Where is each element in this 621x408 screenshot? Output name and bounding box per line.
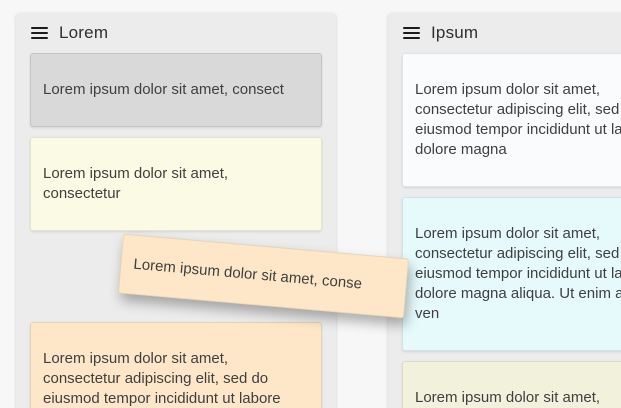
- column-lorem: Lorem Lorem ipsum dolor sit amet, consec…: [16, 13, 336, 408]
- column-ipsum-cards: Lorem ipsum dolor sit amet, consectetur …: [388, 53, 621, 408]
- card[interactable]: Lorem ipsum dolor sit amet, consect: [30, 53, 322, 127]
- card-text: Lorem ipsum dolor sit amet, consectetur …: [415, 389, 601, 406]
- column-title-lorem: Lorem: [59, 23, 109, 42]
- column-ipsum: Ipsum Lorem ipsum dolor sit amet, consec…: [388, 13, 621, 408]
- card-text: Lorem ipsum dolor sit amet, consectetur: [43, 165, 229, 202]
- column-title-ipsum: Ipsum: [431, 23, 479, 42]
- card-text: Lorem ipsum dolor sit amet, consectetur …: [43, 350, 281, 407]
- column-lorem-cards: Lorem ipsum dolor sit amet, consect Lore…: [16, 53, 336, 408]
- card-text: Lorem ipsum dolor sit amet, conse: [132, 255, 363, 293]
- card[interactable]: Lorem ipsum dolor sit amet, consectetur …: [402, 197, 621, 351]
- column-lorem-header: Lorem: [16, 13, 336, 53]
- card-text: Lorem ipsum dolor sit amet, consect: [43, 81, 284, 98]
- card[interactable]: Lorem ipsum dolor sit amet, consectetur …: [30, 322, 322, 408]
- card[interactable]: Lorem ipsum dolor sit amet, consectetur …: [402, 361, 621, 408]
- card-text: Lorem ipsum dolor sit amet, consectetur …: [415, 81, 621, 158]
- column-ipsum-header: Ipsum: [388, 13, 621, 53]
- card[interactable]: Lorem ipsum dolor sit amet, consectetur: [30, 137, 322, 231]
- menu-icon[interactable]: [403, 27, 420, 39]
- card-text: Lorem ipsum dolor sit amet, consectetur …: [415, 225, 621, 322]
- menu-icon[interactable]: [31, 27, 48, 39]
- card[interactable]: Lorem ipsum dolor sit amet, consectetur …: [402, 53, 621, 187]
